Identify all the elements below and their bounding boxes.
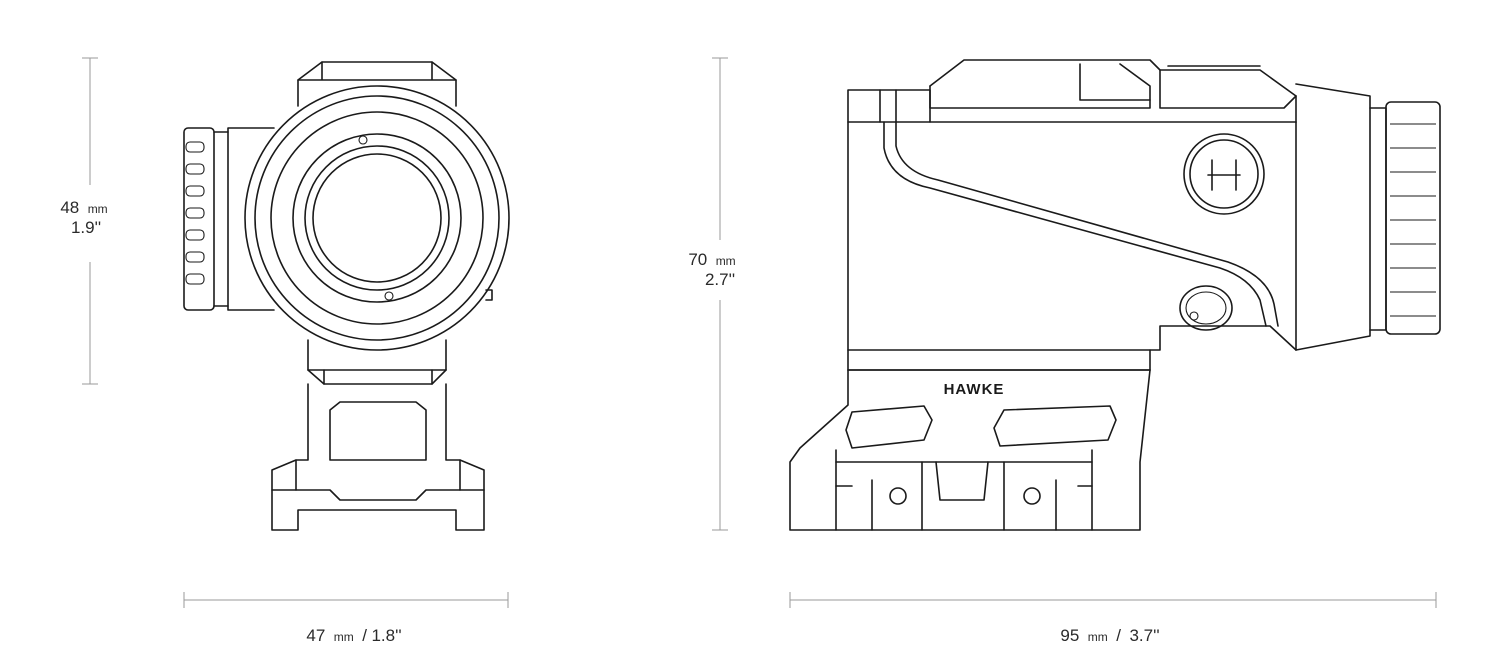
side-knurl-ring	[1390, 123, 1436, 317]
side-height-dimension: 70 mm 2.7''	[688, 57, 736, 531]
side-width-value: 95	[1060, 626, 1079, 645]
front-height-value: 48	[60, 198, 79, 217]
front-height-unit: mm	[88, 202, 108, 216]
svg-text:48 mm: 48 mm	[60, 198, 107, 217]
side-view-sight	[789, 59, 1441, 531]
windage-knurl-marks	[185, 141, 205, 285]
hawke-brand-logo: HAWKE	[944, 381, 1005, 398]
side-height-value: 70	[688, 250, 707, 269]
front-height-dimension: 48 mm 1.9''	[60, 57, 108, 385]
side-width-dimension: 95 mm / 3.7''	[789, 592, 1437, 645]
svg-text:70 mm: 70 mm	[688, 250, 735, 269]
side-height-imperial: 2.7''	[705, 270, 735, 289]
front-view-sight	[183, 61, 510, 531]
svg-text:95 mm / 3.7': 95 mm / 3.7''	[1060, 626, 1159, 645]
side-width-imperial: 3.7''	[1129, 626, 1159, 645]
front-width-unit: mm	[334, 630, 354, 644]
side-width-separator: /	[1116, 626, 1121, 645]
svg-text:47 mm / 1.8': 47 mm / 1.8''	[306, 626, 401, 645]
front-width-separator: /	[362, 626, 367, 645]
side-width-unit: mm	[1088, 630, 1108, 644]
front-height-imperial: 1.9''	[71, 218, 101, 237]
side-height-unit: mm	[716, 254, 736, 268]
front-width-dimension: 47 mm / 1.8''	[183, 592, 509, 645]
front-width-value: 47	[306, 626, 325, 645]
front-width-imperial: 1.8''	[371, 626, 401, 645]
